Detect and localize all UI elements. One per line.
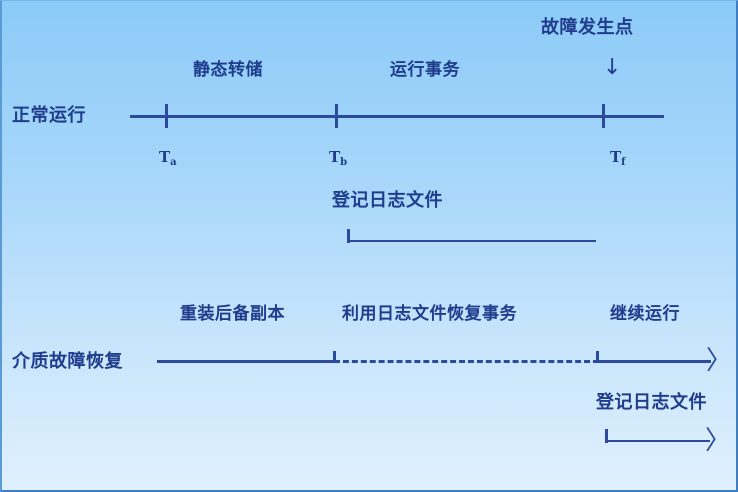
timeline-normal-operation [130, 115, 664, 118]
tick-label-tf-sub: f [621, 157, 626, 168]
recovery-timeline-dashed-middle [334, 360, 599, 363]
tick-label-ta-base: T [159, 148, 171, 166]
tick-label-tb-base: T [329, 148, 341, 166]
recovery-timeline-solid-right [597, 360, 711, 363]
bracket-left-stub-lower [605, 429, 608, 443]
failure-point-label: 故障发生点 [541, 17, 634, 38]
tick-label-tb: Tb [329, 148, 348, 168]
axis-label-normal-operation: 正常运行 [12, 105, 86, 126]
failure-point-down-arrow-icon: ↓ [603, 55, 622, 80]
recovery-tick-end [596, 351, 599, 362]
tick-label-tf-base: T [610, 148, 622, 166]
tick-label-ta-sub: a [170, 157, 177, 168]
segment-label-redo-from-log: 利用日志文件恢复事务 [342, 304, 517, 324]
segment-label-continue-running: 继续运行 [610, 304, 680, 324]
axis-label-media-failure-recovery: 介质故障恢复 [12, 351, 123, 372]
tick-label-tb-sub: b [340, 157, 348, 168]
recovery-timeline-solid-left [157, 360, 334, 363]
bracket-line-lower [605, 440, 710, 442]
tick-tf [602, 104, 605, 128]
tick-tb [335, 104, 338, 128]
tick-label-ta: Ta [159, 148, 177, 168]
bracket-line-upper [347, 240, 596, 242]
recovery-tick-start [333, 351, 336, 362]
bracket-label-log-file-lower: 登记日志文件 [596, 392, 707, 413]
bracket-label-log-file-upper: 登记日志文件 [332, 190, 443, 211]
tick-ta [165, 104, 168, 128]
bracket-left-stub-upper [347, 229, 350, 243]
segment-label-running-transactions: 运行事务 [390, 60, 460, 80]
bracket-arrow-icon-lower: 〉 [705, 426, 732, 456]
recovery-timeline-arrow-icon: 〉 [706, 346, 733, 376]
segment-label-static-dump: 静态转储 [193, 60, 263, 80]
tick-label-tf: Tf [610, 148, 626, 168]
segment-label-reload-backup: 重装后备副本 [180, 304, 285, 324]
